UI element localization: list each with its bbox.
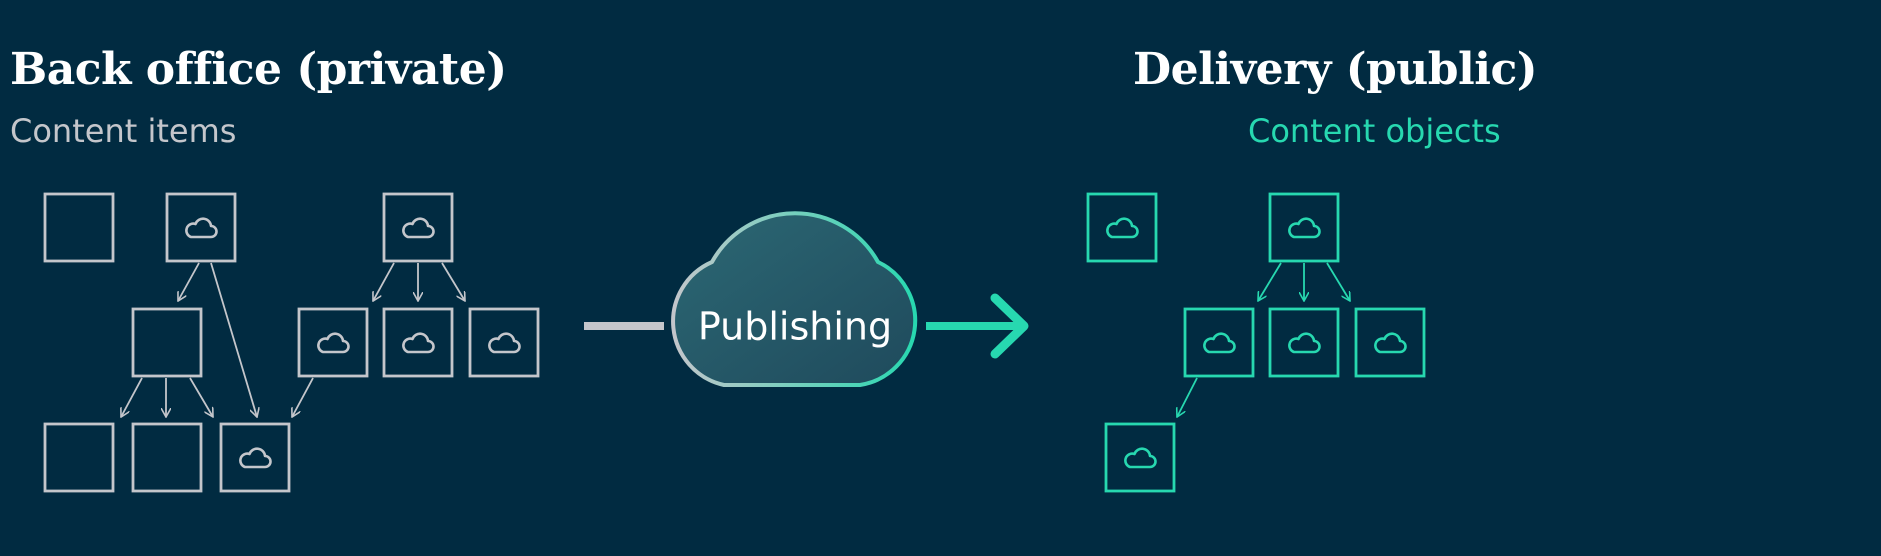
cloud-icon	[1106, 217, 1139, 239]
cloud-icon	[317, 332, 350, 354]
content-object	[1183, 307, 1255, 378]
content-object	[1086, 192, 1158, 263]
private-content-graph	[43, 192, 540, 493]
content-item	[43, 422, 115, 493]
public-content-graph	[1086, 192, 1426, 493]
cloud-icon	[185, 217, 218, 239]
content-object	[1354, 307, 1426, 378]
content-item-published	[468, 307, 540, 378]
cloud-icon	[1374, 332, 1407, 354]
content-item	[43, 192, 115, 263]
publishing-flow: Publishing	[584, 211, 1029, 387]
content-item-published	[382, 192, 454, 263]
content-object	[1268, 192, 1340, 263]
cloud-icon	[488, 332, 521, 354]
cloud-icon	[402, 332, 435, 354]
content-item-published	[219, 422, 291, 493]
content-item-published	[297, 307, 369, 378]
cloud-icon	[402, 217, 435, 239]
content-item	[131, 422, 203, 493]
link-arrows	[1177, 262, 1350, 417]
link-arrows	[121, 262, 465, 417]
content-object	[1104, 422, 1176, 493]
back-office-title: Back office (private)	[10, 44, 507, 95]
content-objects-label: Content objects	[1248, 112, 1501, 150]
arrow-head-icon	[990, 293, 1029, 359]
content-item-published	[165, 192, 237, 263]
delivery-title: Delivery (public)	[1133, 44, 1538, 95]
cloud-icon	[1288, 217, 1321, 239]
cloud-icon	[239, 447, 272, 469]
cloud-icon	[1124, 447, 1157, 469]
publishing-cloud-icon	[671, 211, 918, 387]
content-item	[131, 307, 203, 378]
cloud-icon	[1203, 332, 1236, 354]
cloud-icon	[1288, 332, 1321, 354]
publishing-label: Publishing	[698, 305, 892, 349]
content-item-published	[382, 307, 454, 378]
content-items-label: Content items	[10, 112, 237, 150]
content-object	[1268, 307, 1340, 378]
